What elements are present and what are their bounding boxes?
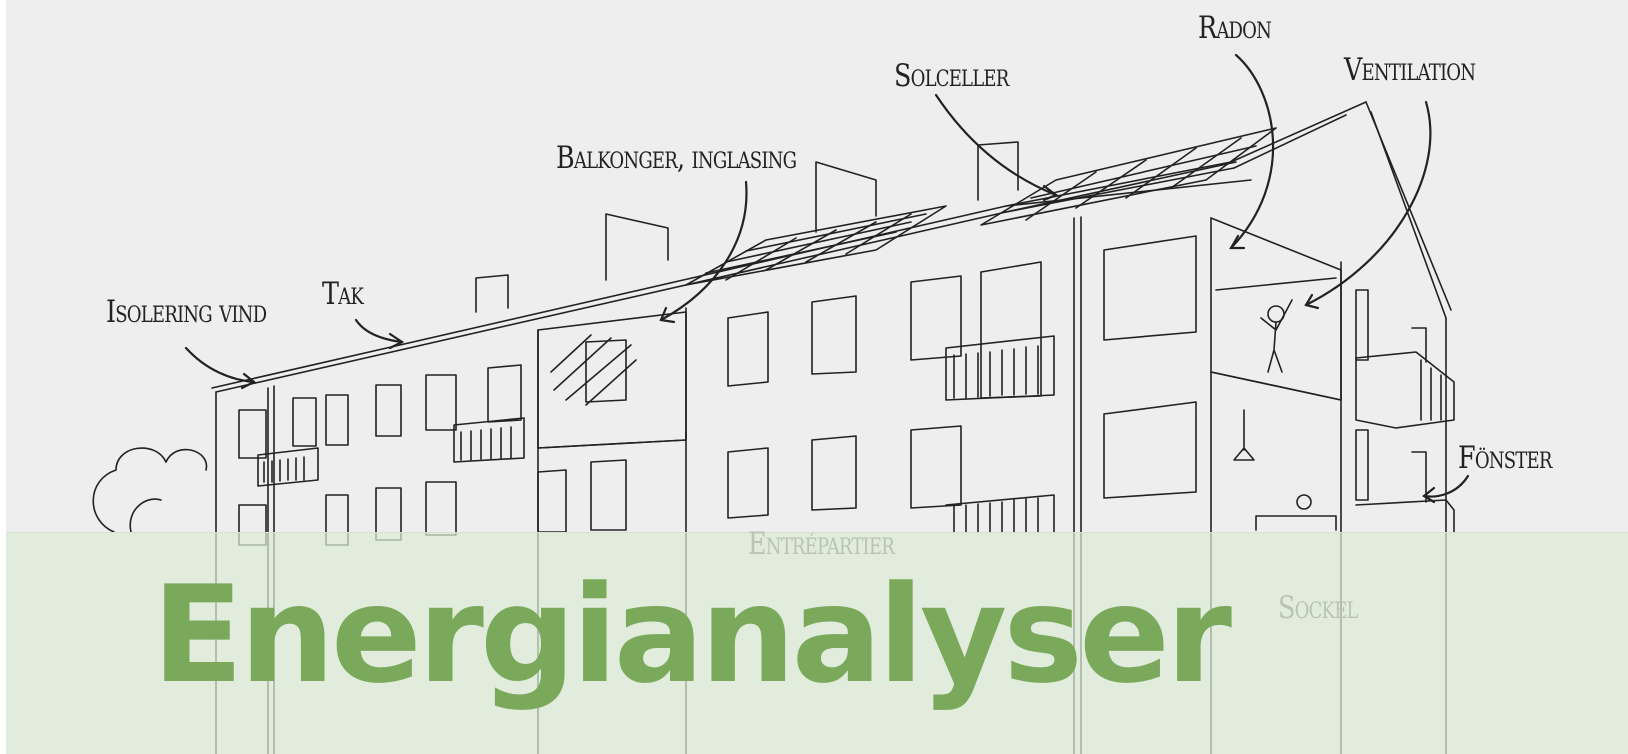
arrow-balkonger: [661, 182, 746, 320]
arrow-ventilation: [1306, 102, 1430, 305]
hero-illustration: Isolering vind Tak Balkonger, inglasing …: [6, 0, 1628, 754]
label-isolering-vind: Isolering vind: [106, 294, 266, 330]
label-tak: Tak: [322, 276, 363, 312]
label-balkonger-inglasing: Balkonger, inglasing: [556, 140, 796, 176]
arrow-solceller: [936, 95, 1056, 195]
label-ventilation: Ventilation: [1344, 52, 1475, 88]
page-title: Energianalyser: [152, 568, 1228, 702]
arrow-isolering: [186, 348, 254, 382]
label-solceller: Solceller: [894, 58, 1008, 94]
label-radon: Radon: [1198, 10, 1271, 46]
arrow-radon: [1231, 55, 1273, 248]
label-fonster: Fönster: [1458, 440, 1552, 476]
label-sockel: Sockel: [1278, 590, 1358, 626]
